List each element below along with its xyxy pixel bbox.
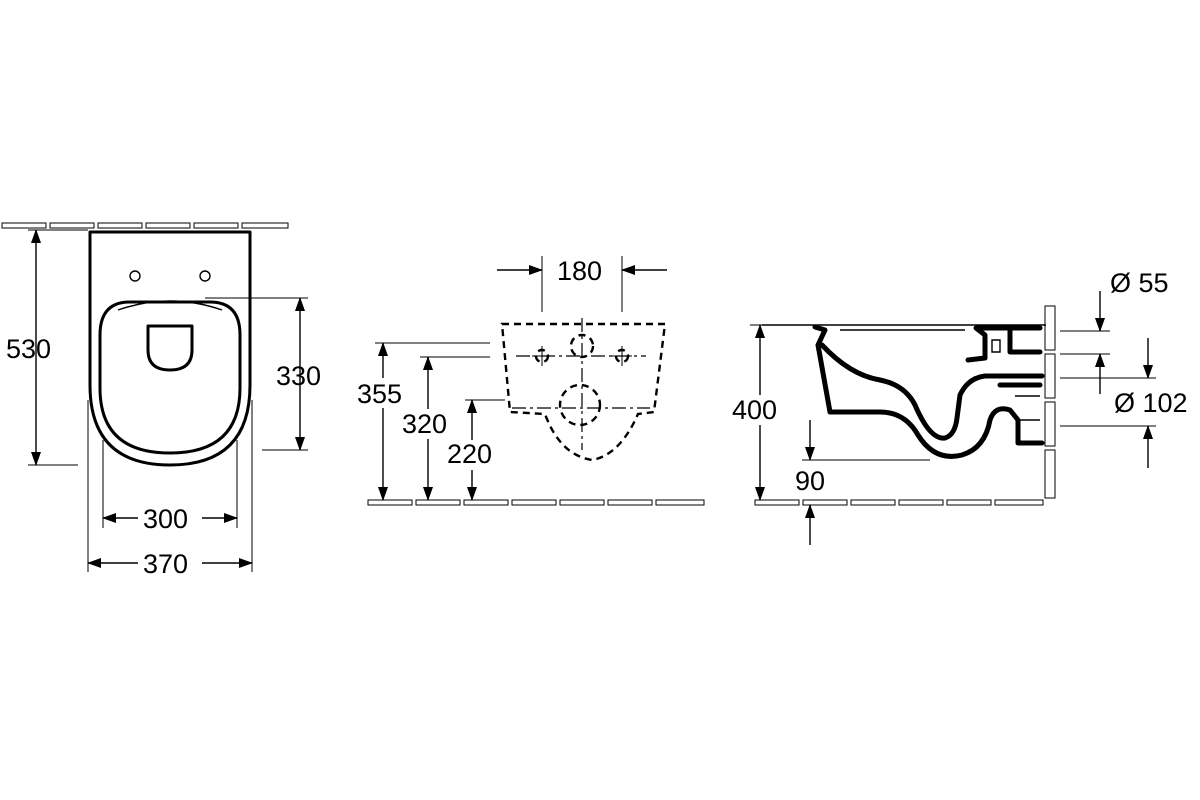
- bowl-outline: [88, 230, 252, 467]
- fixing-hole-left: [532, 346, 552, 366]
- bowl-profile: [812, 324, 1045, 459]
- back-view: 180 355 320 220: [355, 256, 705, 506]
- dim-inner-width: 300: [143, 504, 188, 534]
- dim-fixing-spacing: 180: [557, 256, 602, 286]
- inlet-circle: [569, 333, 595, 359]
- wall-top: [1, 222, 289, 229]
- dim-side-height: 400: [732, 395, 777, 425]
- dim-height-220: 220: [447, 439, 492, 469]
- dim-side-offset: 90: [795, 466, 825, 496]
- floor-side: [754, 499, 1044, 506]
- dim-outlet-dia: Ø 102: [1114, 388, 1188, 418]
- side-view: 400 90 Ø 55 Ø 102: [730, 268, 1188, 545]
- hinge-hole-left: [129, 270, 141, 282]
- dim-front-height: 530: [6, 334, 51, 364]
- dim-height-320: 320: [402, 409, 447, 439]
- bowl-opening: [146, 324, 194, 372]
- dim-outer-width: 370: [143, 549, 188, 579]
- hinge-hole-right: [199, 270, 211, 282]
- dim-height-355: 355: [357, 379, 402, 409]
- dim-inlet-dia: Ø 55: [1110, 268, 1169, 298]
- wall-side: [1044, 305, 1056, 499]
- dim-seat-height: 330: [276, 361, 321, 391]
- front-view: 530 330 300 370: [1, 222, 321, 579]
- floor-back: [367, 499, 705, 506]
- fixing-hole-right: [612, 346, 632, 366]
- back-outline: [500, 322, 667, 462]
- outlet-circle: [558, 383, 602, 427]
- seat-ring: [98, 300, 242, 455]
